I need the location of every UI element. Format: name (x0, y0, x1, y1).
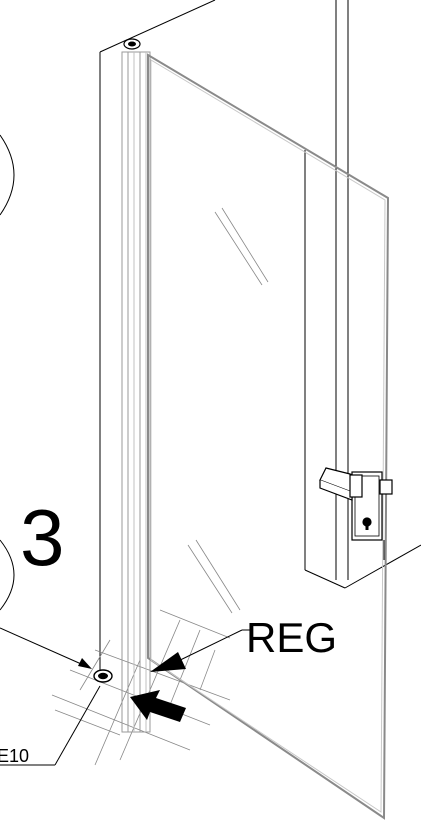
push-arrow-icon (130, 690, 186, 722)
upper-arc (0, 134, 15, 216)
reg-arrowhead (150, 652, 186, 672)
lower-arc (0, 539, 15, 611)
floor-grid (51, 609, 231, 766)
wall-outline (99, 0, 349, 680)
glass-door (147, 53, 390, 820)
bottom-pivot-bolt (93, 669, 113, 683)
part-label: E10 (0, 746, 29, 766)
door-handle (319, 467, 393, 560)
reg-label: REG (246, 614, 337, 661)
step-marker-arcs (0, 134, 15, 611)
part-leader (0, 685, 101, 766)
hinge-profile (121, 51, 151, 733)
reg-leader (150, 629, 250, 672)
top-pivot (123, 38, 141, 50)
step-number: 3 (20, 493, 65, 582)
bolt-leader (0, 627, 92, 669)
